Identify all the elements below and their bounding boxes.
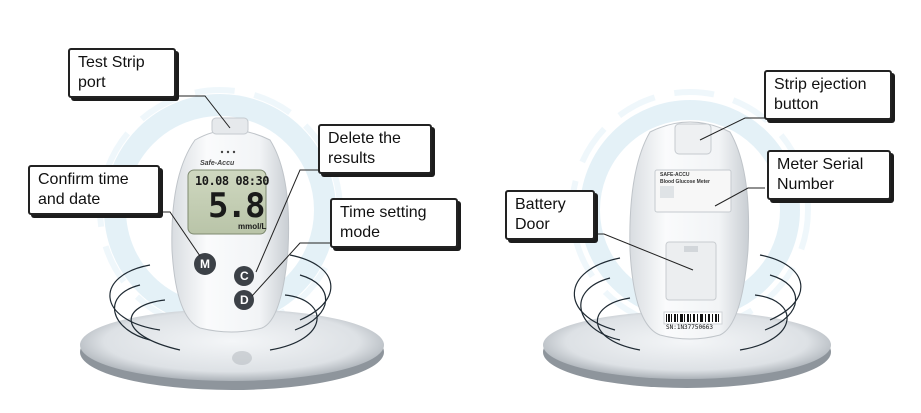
- d-button[interactable]: [234, 290, 254, 310]
- glucose-meter-front: [171, 117, 290, 365]
- brand-label: Safe-Accu: [200, 160, 235, 167]
- callout-time-setting-mode: Time setting mode: [330, 198, 458, 248]
- callout-confirm-time-date: Confirm time and date: [28, 165, 160, 215]
- lcd-date-time: 10.08 08:30: [195, 174, 269, 188]
- left-platform: [80, 309, 384, 390]
- callout-meter-serial: Meter Serial Number: [767, 150, 891, 200]
- c-button[interactable]: [234, 266, 254, 286]
- barcode-bars: [666, 314, 719, 322]
- serial-label: [654, 169, 732, 213]
- right-platform: [543, 311, 831, 388]
- m-button-label: M: [200, 257, 210, 271]
- lcd-screen: [187, 169, 267, 235]
- c-button-label: C: [240, 269, 249, 283]
- serial-number-text: SN:1N37750663: [666, 324, 713, 331]
- glucose-meter-back: [629, 121, 750, 340]
- callout-strip-ejection: Strip ejection button: [764, 70, 892, 120]
- lcd-unit: mmol/L: [238, 222, 267, 231]
- callout-battery-door: Battery Door: [505, 190, 595, 240]
- m-button[interactable]: [194, 253, 216, 275]
- battery-door[interactable]: [665, 241, 717, 301]
- left-swirl-arrows: [109, 254, 332, 351]
- lcd-glucose-value: 5.8: [208, 186, 265, 226]
- strip-ejection-button[interactable]: [674, 123, 712, 155]
- test-strip-port: [211, 117, 249, 135]
- d-button-label: D: [240, 293, 249, 307]
- back-label-title: SAFE-ACCU: [660, 172, 690, 178]
- right-swirl-arrows: [573, 254, 802, 351]
- back-label-subtitle: Blood Glucose Meter: [660, 179, 711, 185]
- callout-test-strip-port: Test Strip port: [68, 48, 176, 98]
- callout-delete-results: Delete the results: [318, 124, 432, 174]
